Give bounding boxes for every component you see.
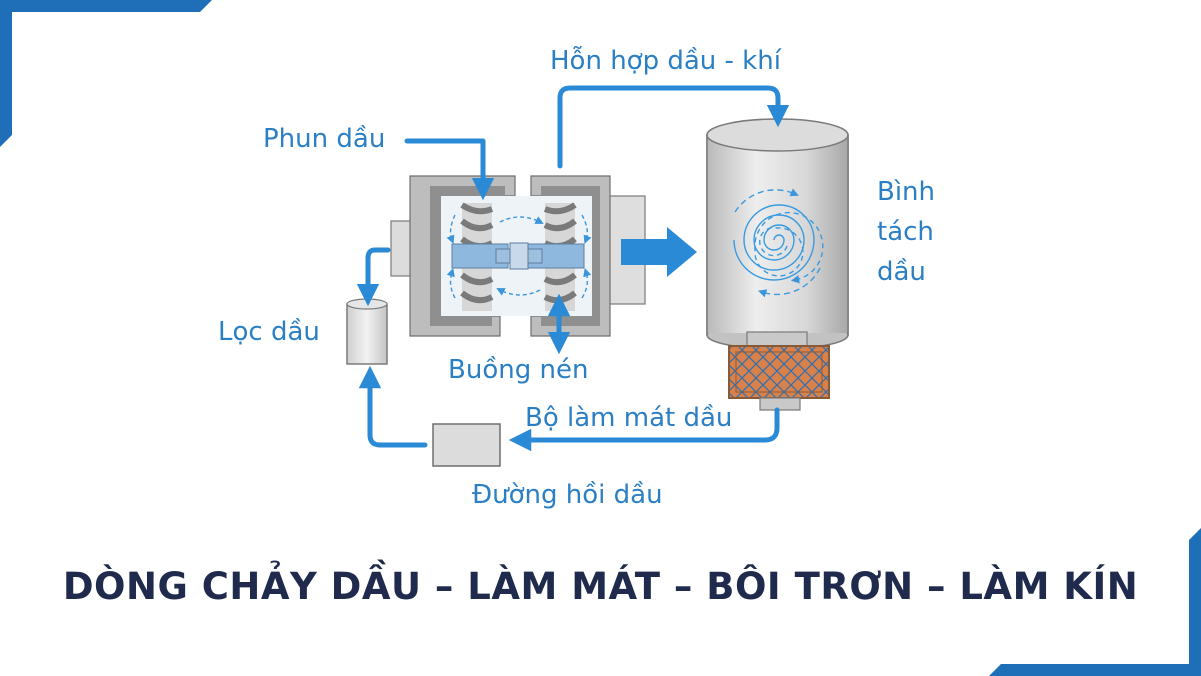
left-screw-rotor	[451, 202, 509, 311]
diagram-title: DÒNG CHẢY DẦU – LÀM MÁT – BÔI TRƠN – LÀM…	[62, 565, 1139, 608]
label-phun-dau: Phun dầu	[263, 124, 386, 154]
rotor-shaft	[495, 242, 543, 270]
label-buong-nen: Buồng nén	[448, 355, 589, 385]
big-flow-arrow	[621, 227, 697, 277]
mixture-to-separator-arrow	[557, 85, 790, 169]
oil-separator-tank	[706, 118, 849, 350]
label-binh-tach-dau-line1: Bình	[877, 177, 936, 207]
oil-return-box	[432, 423, 501, 467]
flow-arrows	[356, 85, 790, 452]
right-screw-rotor	[527, 202, 585, 311]
label-binh-tach-dau-line3: dầu	[877, 257, 926, 287]
label-duong-hoi-dau: Đường hồi dầu	[472, 480, 663, 510]
swirl-icon	[733, 188, 824, 298]
oil-cooler	[728, 345, 830, 411]
label-hon-hop-dau-khi: Hỗn hợp dầu - khí	[550, 46, 781, 76]
oil-filter	[346, 298, 388, 365]
corner-frame-top-left	[0, 0, 212, 147]
label-loc-dau: Lọc dầu	[218, 317, 320, 347]
cooler-return-to-filter-arrow	[358, 365, 428, 448]
oil-injection-arrow	[404, 138, 495, 201]
filter-feed-to-compressor-arrow	[356, 247, 391, 307]
oil-spray-arrows	[446, 214, 592, 299]
separator-to-cooler-arrow	[508, 407, 780, 452]
label-binh-tach-dau-line2: tách	[877, 217, 934, 247]
label-bo-lam-mat-dau: Bộ làm mát dầu	[525, 403, 733, 433]
